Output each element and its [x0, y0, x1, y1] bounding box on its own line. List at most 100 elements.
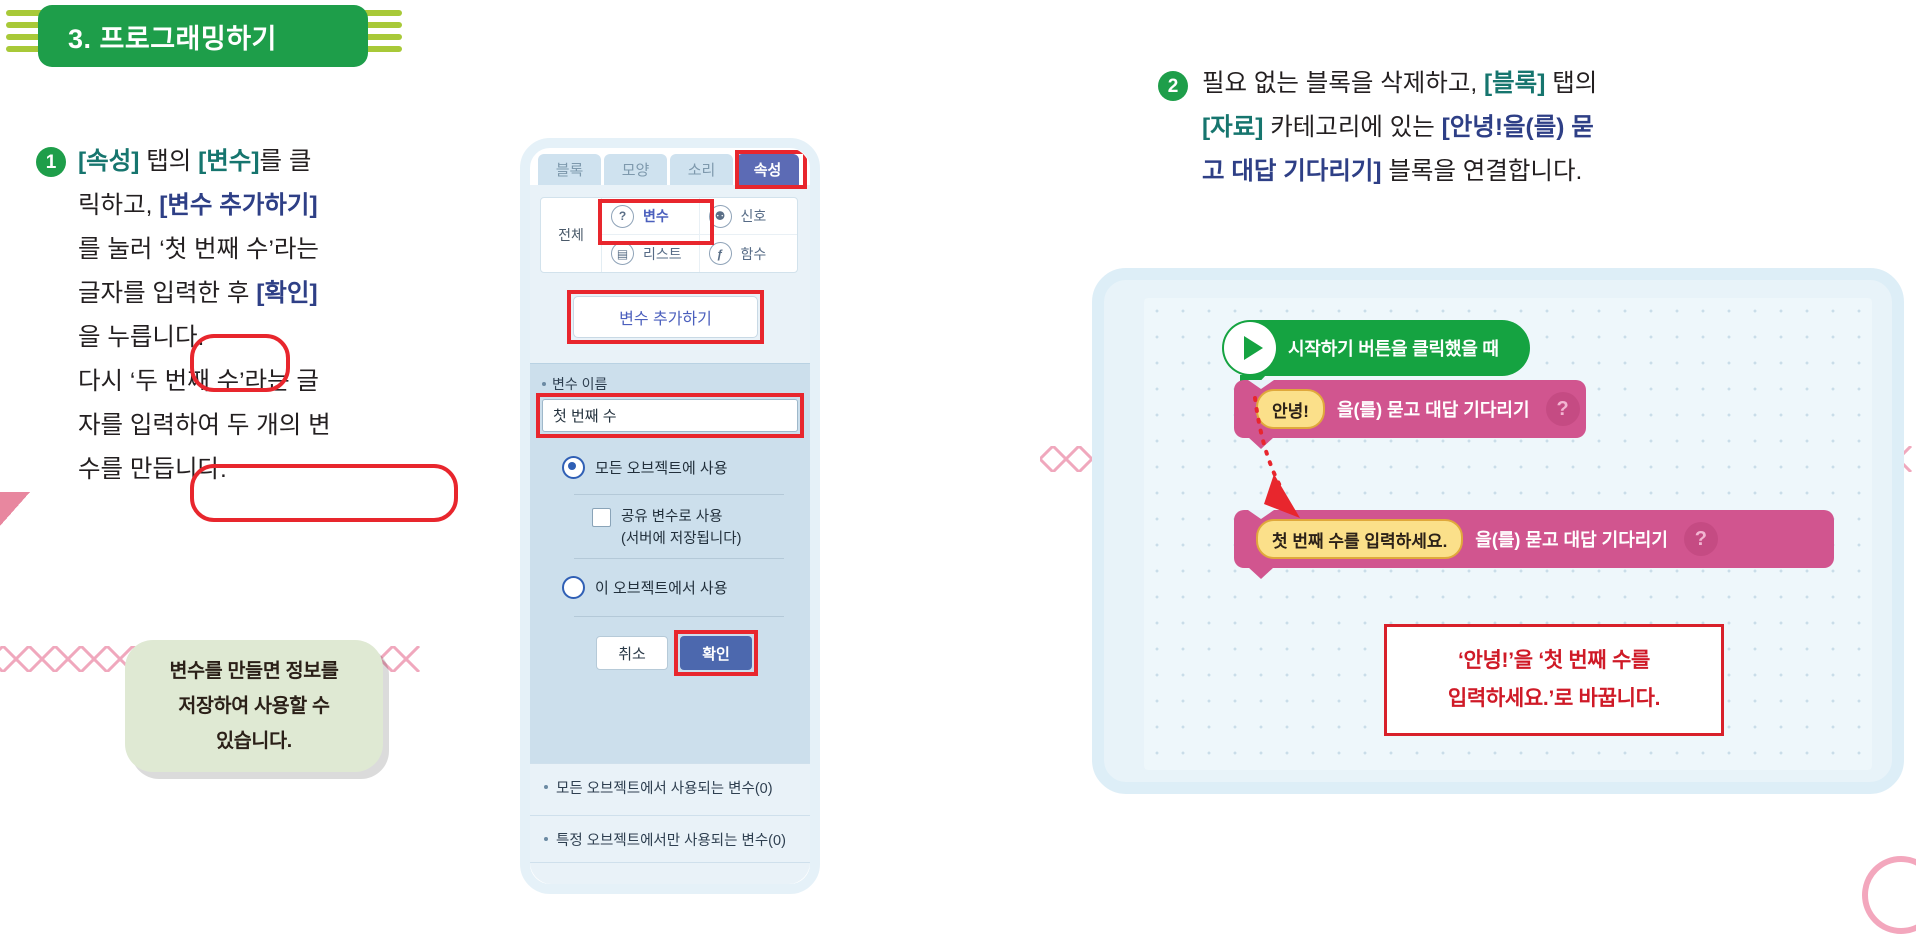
- tab-sounds[interactable]: 소리: [670, 154, 733, 185]
- annotation-note-box: ‘안녕!’을 ‘첫 번째 수를 입력하세요.’로 바꿉니다.: [1384, 624, 1724, 736]
- step-text-line: 릭하고, [변수 추가하기]: [78, 184, 436, 228]
- step-text-token: [자료]: [1202, 114, 1264, 141]
- note-line: ‘안녕!’을 ‘첫 번째 수를: [1457, 649, 1651, 672]
- highlight-box-variable-category: [598, 199, 714, 245]
- step-text-token: 필요 없는 블록을 삭제하고,: [1202, 70, 1484, 97]
- radio-all-objects[interactable]: 모든 오브젝트에 사용: [562, 456, 728, 479]
- ask-block-edited-value[interactable]: 첫 번째 수를 입력하세요.: [1256, 519, 1464, 559]
- note-line: 입력하세요.’로 바꿉니다.: [1447, 687, 1661, 710]
- ask-block-edited-label: 을(를) 묻고 대답 기다리기: [1475, 530, 1668, 550]
- shared-variable-label: 공유 변수로 사용 (서버에 저장됩니다): [621, 506, 741, 550]
- tab-shapes[interactable]: 모양: [604, 154, 667, 185]
- ask-block-original-value[interactable]: 안녕!: [1256, 389, 1325, 429]
- step-text-line: 을 누릅니다.: [78, 316, 436, 360]
- variable-name-input[interactable]: 첫 번째 수: [542, 399, 798, 432]
- category-variable[interactable]: ? 변수: [602, 198, 700, 235]
- signal-icon: ⚉: [708, 204, 732, 228]
- section-header-title: 3. 프로그래밍하기: [68, 23, 277, 54]
- step-1-number: 1: [36, 147, 66, 177]
- step-text-line: [자료] 카테고리에 있는 [안녕!을(를) 묻: [1202, 106, 1848, 150]
- step-text-token: 자를 입력하여 두 개의 변: [78, 412, 331, 439]
- tip-line: 저장하여 사용할 수: [178, 694, 330, 717]
- add-variable-button[interactable]: 변수 추가하기: [573, 296, 758, 338]
- category-grid: ? 변수 ⚉ 신호 ▤ 리스트 ƒ 함수: [602, 198, 797, 272]
- highlight-box-name-input: [536, 393, 804, 438]
- step-text-token: 탭의: [139, 148, 199, 175]
- cancel-button[interactable]: 취소: [596, 636, 668, 670]
- panel-bottom-filler: [530, 862, 810, 884]
- step-2: 2 필요 없는 블록을 삭제하고, [블록] 탭의[자료] 카테고리에 있는 […: [1158, 62, 1848, 194]
- form-divider: [574, 494, 784, 495]
- block-notch-top: [1248, 510, 1274, 519]
- start-block[interactable]: 시작하기 버튼을 클릭했을 때: [1222, 320, 1530, 389]
- step-text-token: 을 누릅니다.: [78, 324, 205, 351]
- ask-block-edited[interactable]: 첫 번째 수를 입력하세요. 을(를) 묻고 대답 기다리기 ?: [1234, 510, 1834, 579]
- radio-unselected-icon: [562, 576, 585, 599]
- ask-block-original[interactable]: 안녕! 을(를) 묻고 대답 기다리기 ?: [1234, 380, 1586, 449]
- block-workspace-card: 시작하기 버튼을 클릭했을 때 안녕! 을(를) 묻고 대답 기다리기 ? 첫 …: [1092, 268, 1904, 794]
- checkbox-icon[interactable]: [592, 508, 611, 527]
- corner-circle-decoration: [1862, 856, 1916, 934]
- form-button-row: 취소 확인: [596, 636, 752, 670]
- entry-panel-inner: 블록 모양 소리 속성 전체 ? 변수 ⚉ 신호 ▤: [530, 148, 810, 884]
- category-signal[interactable]: ⚉ 신호: [699, 198, 797, 235]
- question-icon: ?: [611, 204, 634, 228]
- radio-all-objects-label: 모든 오브젝트에 사용: [595, 460, 728, 477]
- corner-wedge-decoration: [0, 492, 30, 544]
- function-icon: ƒ: [708, 242, 732, 265]
- step-text-line: 를 눌러 ‘첫 번째 수’라는: [78, 228, 436, 272]
- tab-properties[interactable]: 속성: [736, 154, 799, 185]
- variable-list-local[interactable]: 특정 오브젝트에서만 사용되는 변수(0): [530, 815, 810, 862]
- step-text-token: [안녕!을(를) 묻: [1441, 114, 1594, 141]
- variable-list-global[interactable]: 모든 오브젝트에서 사용되는 변수(0): [530, 763, 810, 810]
- highlight-box-confirm-button: [674, 630, 758, 676]
- entry-properties-panel: 블록 모양 소리 속성 전체 ? 변수 ⚉ 신호 ▤: [520, 138, 820, 894]
- tip-speech-bubble: 변수를 만들면 정보를 저장하여 사용할 수 있습니다.: [125, 640, 383, 772]
- step-text-token: 블록을 연결합니다.: [1381, 158, 1583, 185]
- start-block-label: 시작하기 버튼을 클릭했을 때: [1288, 339, 1499, 359]
- ask-block-original-label: 을(를) 묻고 대답 기다리기: [1336, 400, 1530, 420]
- radio-this-object[interactable]: 이 오브젝트에서 사용: [562, 576, 728, 599]
- step-text-token: 카테고리에 있는: [1263, 114, 1442, 141]
- step-text-token: [변수]: [198, 148, 260, 175]
- panel-tabbar: 블록 모양 소리 속성: [538, 154, 799, 185]
- block-notch-bottom: [1248, 437, 1274, 449]
- confirm-button[interactable]: 확인: [680, 636, 752, 670]
- block-notch-top: [1248, 380, 1274, 389]
- form-divider: [574, 616, 784, 617]
- radio-selected-icon: [562, 456, 585, 479]
- highlight-box-add-variable: [567, 290, 764, 344]
- green-flag-icon: [1224, 322, 1276, 374]
- shared-variable-line1: 공유 변수로 사용: [621, 509, 723, 525]
- section-header-banner: 3. 프로그래밍하기: [38, 5, 368, 67]
- step-2-text: 필요 없는 블록을 삭제하고, [블록] 탭의[자료] 카테고리에 있는 [안녕…: [1202, 62, 1848, 194]
- tab-blocks[interactable]: 블록: [538, 154, 601, 185]
- step-text-token: [블록]: [1483, 70, 1546, 97]
- question-badge-icon: ?: [1545, 392, 1580, 426]
- step-text-token: [변수 추가하기]: [159, 192, 318, 219]
- step-text-token: 고 대답 기다리기]: [1202, 158, 1382, 185]
- step-text-line: 고 대답 기다리기] 블록을 연결합니다.: [1202, 150, 1848, 194]
- form-divider: [574, 558, 784, 559]
- header-fringe-left: [6, 8, 48, 56]
- step-text-token: 릭하고,: [78, 192, 160, 219]
- category-function[interactable]: ƒ 함수: [700, 235, 798, 272]
- list-icon: ▤: [611, 242, 634, 265]
- shared-variable-checkbox-row[interactable]: 공유 변수로 사용 (서버에 저장됩니다): [592, 506, 741, 550]
- block-notch-bottom: [1248, 567, 1274, 579]
- variable-creation-form: 변수 이름 첫 번째 수 모든 오브젝트에 사용 공유 변수로 사용 (서버에 …: [530, 363, 810, 764]
- tip-line: 있습니다.: [216, 729, 292, 752]
- variable-name-label: 변수 이름: [542, 374, 607, 394]
- radio-this-object-label: 이 오브젝트에서 사용: [595, 580, 728, 597]
- step-2-number: 2: [1158, 71, 1188, 101]
- shared-variable-line2: (서버에 저장됩니다): [621, 531, 742, 547]
- step-text-line: [속성] 탭의 [변수]를 클: [78, 140, 436, 184]
- step-text-token: 를 클: [259, 148, 312, 175]
- properties-body: 전체 ? 변수 ⚉ 신호 ▤ 리스트 ƒ: [530, 185, 810, 884]
- category-all-label: 전체: [541, 198, 602, 272]
- highlight-box-properties-tab: [735, 150, 807, 189]
- tip-line: 변수를 만들면 정보를: [169, 659, 339, 682]
- category-variable-label: 변수: [643, 208, 669, 224]
